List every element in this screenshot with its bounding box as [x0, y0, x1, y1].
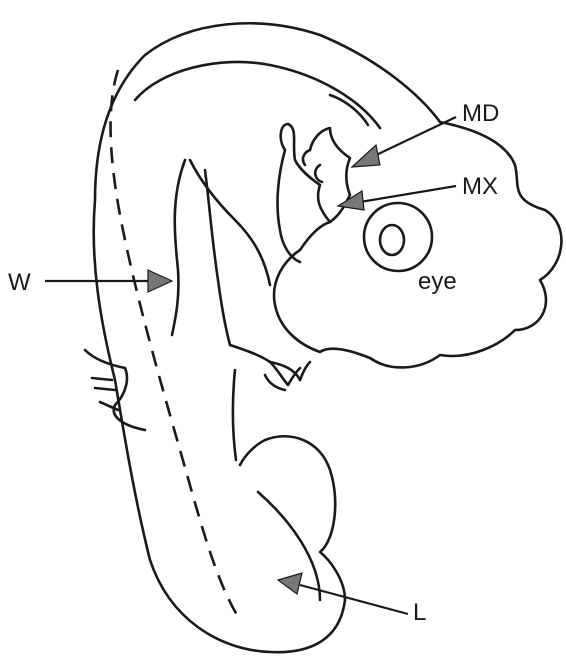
label-l: L	[413, 599, 426, 626]
label-eye: eye	[418, 268, 457, 295]
arrow-mx	[338, 186, 456, 210]
head-outline	[274, 122, 561, 367]
wolffian-ridge-right	[205, 170, 230, 345]
central-trunk-line	[190, 160, 270, 285]
pharyngeal-ridges	[303, 150, 322, 182]
eye-inner-circle	[380, 225, 404, 255]
eye-outer-ring	[364, 203, 432, 271]
pharyngeal-arch-bumps	[270, 362, 310, 385]
embryo-outer-outline	[94, 23, 440, 652]
mandibular-process	[278, 124, 330, 262]
label-mx: MX	[462, 173, 498, 200]
inner-back-line	[135, 62, 380, 128]
wolffian-ridge-left	[172, 160, 185, 335]
neural-tube-dashed-line	[111, 70, 240, 620]
limb-digit-1	[92, 378, 112, 380]
limb-digit-2	[95, 388, 115, 390]
label-md: MD	[462, 100, 499, 127]
lower-trunk-line	[233, 370, 236, 460]
arrow-w	[45, 270, 172, 292]
label-w: W	[8, 269, 31, 296]
